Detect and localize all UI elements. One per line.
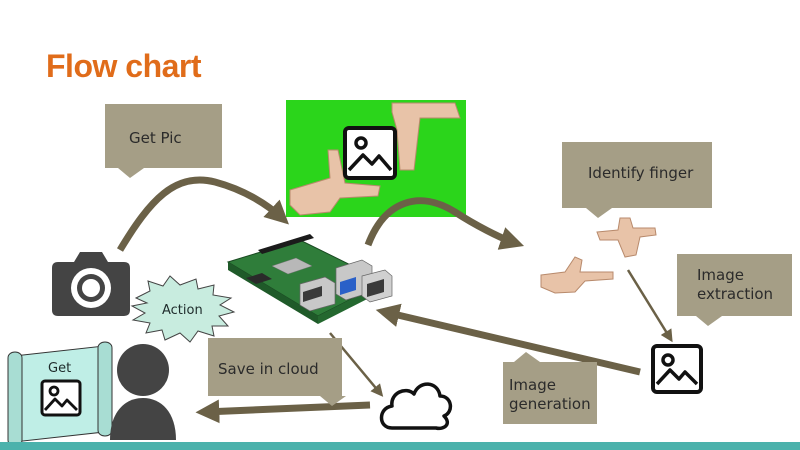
callout-label-line1: Image <box>697 266 744 284</box>
bottom-accent-bar <box>0 442 800 450</box>
arrow-image-to-pi <box>375 303 641 376</box>
callout-tail <box>514 352 540 362</box>
callout-label: Save in cloud <box>218 360 319 378</box>
hands-identify <box>540 217 657 294</box>
image-icon <box>40 379 82 417</box>
arrow-hands-to-image <box>626 269 673 343</box>
callout-label-line2: extraction <box>697 285 774 303</box>
cloud-icon <box>379 382 453 431</box>
action-label: Action <box>162 303 203 318</box>
arrow-camera-to-pi <box>116 176 289 252</box>
scroll-label: Get <box>48 361 72 376</box>
callout-image-generation: Image generation <box>503 362 597 424</box>
arrow-cloud-to-user <box>195 399 371 424</box>
user-icon <box>110 344 176 440</box>
callout-label-line1: Image <box>509 376 556 394</box>
callout-image-extraction: Image extraction <box>677 254 792 316</box>
callout-label-line2: generation <box>509 395 591 413</box>
callout-tail <box>586 208 612 218</box>
callout-get-pic: Get Pic <box>105 104 222 168</box>
callout-tail <box>118 168 144 178</box>
hands-on-green <box>289 102 461 216</box>
image-icon <box>651 344 703 394</box>
action-burst <box>130 275 236 343</box>
callout-tail <box>696 316 722 326</box>
page-title: Flow chart <box>46 48 202 84</box>
callout-label: Identify finger <box>588 164 694 182</box>
image-icon <box>343 126 397 180</box>
callout-label: Get Pic <box>129 129 182 147</box>
callout-identify-finger: Identify finger <box>562 142 712 208</box>
arrow-pi-to-hands <box>364 197 525 250</box>
raspberry-pi-board <box>226 234 393 324</box>
callout-save-in-cloud: Save in cloud <box>208 338 342 396</box>
callout-tail <box>320 396 346 406</box>
camera-icon <box>52 252 130 316</box>
